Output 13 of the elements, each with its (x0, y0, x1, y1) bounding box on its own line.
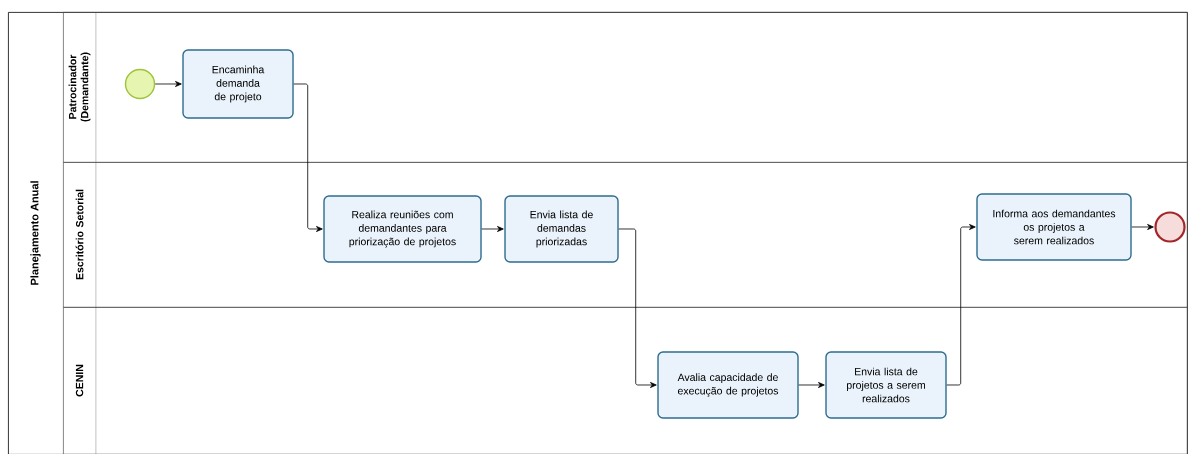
arrow (618, 228, 657, 388)
task-box: Realiza reuniões com demandantes para priorização de projetos (323, 195, 482, 263)
task-box: Avalia capacidade de execução de projetos (657, 351, 799, 419)
arrow (481, 226, 504, 232)
task-box: Envia lista de projetos a serem realizados (825, 351, 947, 419)
start-event-circle (124, 68, 156, 100)
task-box: Envia lista de demandas priorizadas (504, 195, 619, 263)
arrow (1131, 224, 1154, 230)
task-box: Encaminha demanda de projeto (182, 49, 294, 119)
end-event-circle (1154, 211, 1186, 243)
arrow (154, 81, 182, 87)
task-box: Informa aos demandantes os projetos a serem realizados (976, 193, 1132, 261)
arrow (798, 382, 825, 388)
